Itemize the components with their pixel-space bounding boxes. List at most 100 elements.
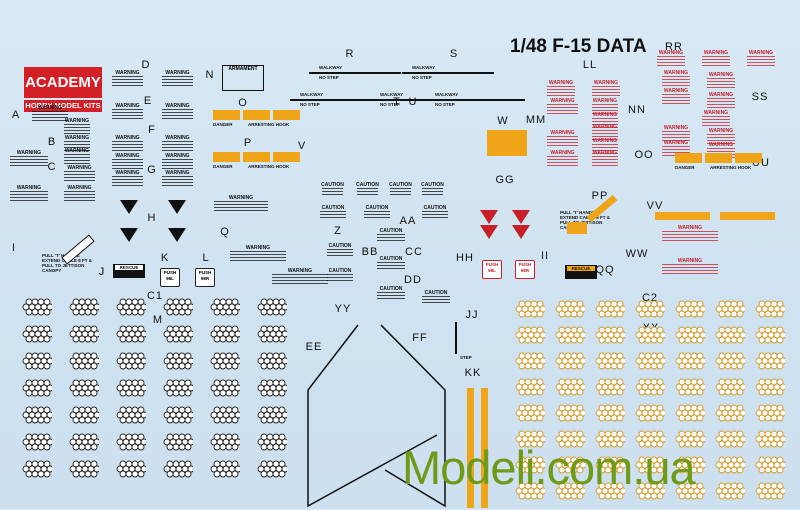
decal-caution-text: CAUTION: [320, 182, 345, 196]
hex-cluster-black: [22, 406, 52, 424]
hex-cluster-black: [163, 460, 193, 478]
hex-cluster-black: [163, 406, 193, 424]
hex-cluster-black: [22, 433, 52, 451]
caution-heading: CAUTION: [389, 182, 412, 188]
arresting-hook-stripe: [273, 110, 300, 120]
decal-caution-text: CAUTION: [355, 182, 380, 196]
danger-triangle-icon: [480, 210, 498, 224]
hex-cluster-yellow: [595, 378, 625, 396]
walkway-line: [309, 72, 401, 74]
warning-heading: WARNING: [592, 124, 618, 130]
decal-letter-kk: KK: [464, 367, 482, 379]
warning-heading: WARNING: [658, 50, 684, 56]
hex-cluster-yellow: [635, 404, 665, 422]
decal-warning-text: WARNING: [8, 185, 50, 203]
hex-cluster-yellow: [755, 326, 785, 344]
decal-warning-text: WARNING: [660, 225, 720, 243]
decal-letter-nn: NN: [628, 104, 646, 116]
hex-cluster-black: [257, 406, 287, 424]
decal-warning-text: WARNING: [62, 165, 97, 183]
decal-caution-text: CAUTION: [375, 228, 407, 242]
caution-heading: CAUTION: [321, 205, 345, 211]
hex-cluster-black: [69, 460, 99, 478]
hex-cluster-black: [210, 460, 240, 478]
decal-letter-s: S: [449, 48, 459, 60]
warning-heading: WARNING: [703, 50, 729, 56]
hex-cluster-black: [257, 325, 287, 343]
no-step-label: NO STEP: [435, 102, 455, 107]
decal-letter-w: W: [497, 115, 509, 127]
fine-print: [547, 156, 578, 168]
decal-warning-text: WARNING: [212, 195, 270, 213]
walkway-label: WALKWAY: [380, 92, 404, 97]
warning-heading: WARNING: [663, 140, 689, 146]
fine-print: [377, 262, 405, 270]
hex-cluster-black: [163, 433, 193, 451]
hex-cluster-yellow: [515, 378, 545, 396]
decal-letter-bb: BB: [361, 246, 379, 258]
fine-print: [662, 231, 718, 243]
arresting-hook-stripe: [243, 152, 270, 162]
arresting-hook-stripe: [735, 153, 762, 163]
warning-heading: WARNING: [748, 50, 774, 56]
hex-cluster-yellow: [715, 430, 745, 448]
decal-letter-d: D: [141, 59, 151, 71]
warning-heading: WARNING: [115, 170, 140, 176]
fine-print: [112, 141, 143, 153]
hex-cluster-yellow: [715, 456, 745, 474]
warning-heading: WARNING: [165, 70, 190, 76]
decal-caution-text: CAUTION: [420, 205, 450, 219]
fine-print: [377, 234, 405, 242]
push-98l-k: PUSH 98L: [160, 268, 180, 287]
decal-letter-v: V: [297, 140, 307, 152]
hex-cluster-black: [116, 298, 146, 316]
decal-warning-text: WARNING: [590, 124, 620, 142]
fine-print: [592, 86, 620, 98]
fine-print: [64, 141, 90, 153]
danger-triangle-icon: [168, 200, 186, 214]
warning-heading: WARNING: [245, 245, 271, 251]
hex-cluster-black: [22, 325, 52, 343]
decal-letter-r: R: [345, 48, 355, 60]
decal-letter-m: M: [152, 314, 164, 326]
hex-cluster-yellow: [635, 482, 665, 500]
warning-heading: WARNING: [550, 98, 575, 104]
decal-letter-j: J: [98, 266, 106, 278]
decal-warning-text: WARNING: [700, 110, 732, 128]
fine-print: [377, 292, 405, 300]
walkway-line: [290, 99, 370, 101]
armament-box: ARMAMENT: [222, 65, 264, 91]
warning-heading: WARNING: [592, 150, 618, 156]
decal-letter-q: Q: [220, 226, 230, 238]
decal-warning-text: WARNING: [110, 153, 145, 171]
hex-cluster-black: [116, 460, 146, 478]
hex-cluster-yellow: [635, 456, 665, 474]
no-step-label: NO STEP: [412, 75, 432, 80]
decal-caution-text: CAUTION: [362, 205, 392, 219]
hex-cluster-yellow: [555, 326, 585, 344]
decal-letter-ss: SS: [751, 91, 769, 103]
walkway-panels-ee-ff: [307, 324, 446, 508]
hex-cluster-yellow: [555, 404, 585, 422]
decal-warning-text: WARNING: [62, 185, 97, 203]
hex-cluster-yellow: [715, 352, 745, 370]
caution-heading: CAUTION: [423, 205, 447, 211]
hex-cluster-yellow: [755, 404, 785, 422]
danger-label: DANGER: [675, 165, 695, 170]
decal-letter-ee: EE: [305, 341, 323, 353]
hex-cluster-black: [163, 379, 193, 397]
decal-letter-ii: II: [540, 250, 550, 262]
decal-warning-text: WARNING: [655, 50, 687, 68]
sheet-title: 1/48 F-15 DATA: [510, 36, 647, 57]
hex-cluster-black: [116, 379, 146, 397]
hex-cluster-black: [163, 352, 193, 370]
danger-triangle-icon: [512, 225, 530, 239]
caution-heading: CAUTION: [379, 228, 403, 234]
logo-tagline: HOBBY MODEL KITS: [24, 100, 102, 112]
warning-heading: WARNING: [708, 142, 734, 148]
decal-warning-text: WARNING: [660, 258, 720, 276]
warning-heading: WARNING: [165, 170, 190, 176]
warning-heading: WARNING: [663, 88, 689, 94]
hex-cluster-yellow: [675, 326, 705, 344]
walkway-label: WALKWAY: [319, 65, 343, 70]
